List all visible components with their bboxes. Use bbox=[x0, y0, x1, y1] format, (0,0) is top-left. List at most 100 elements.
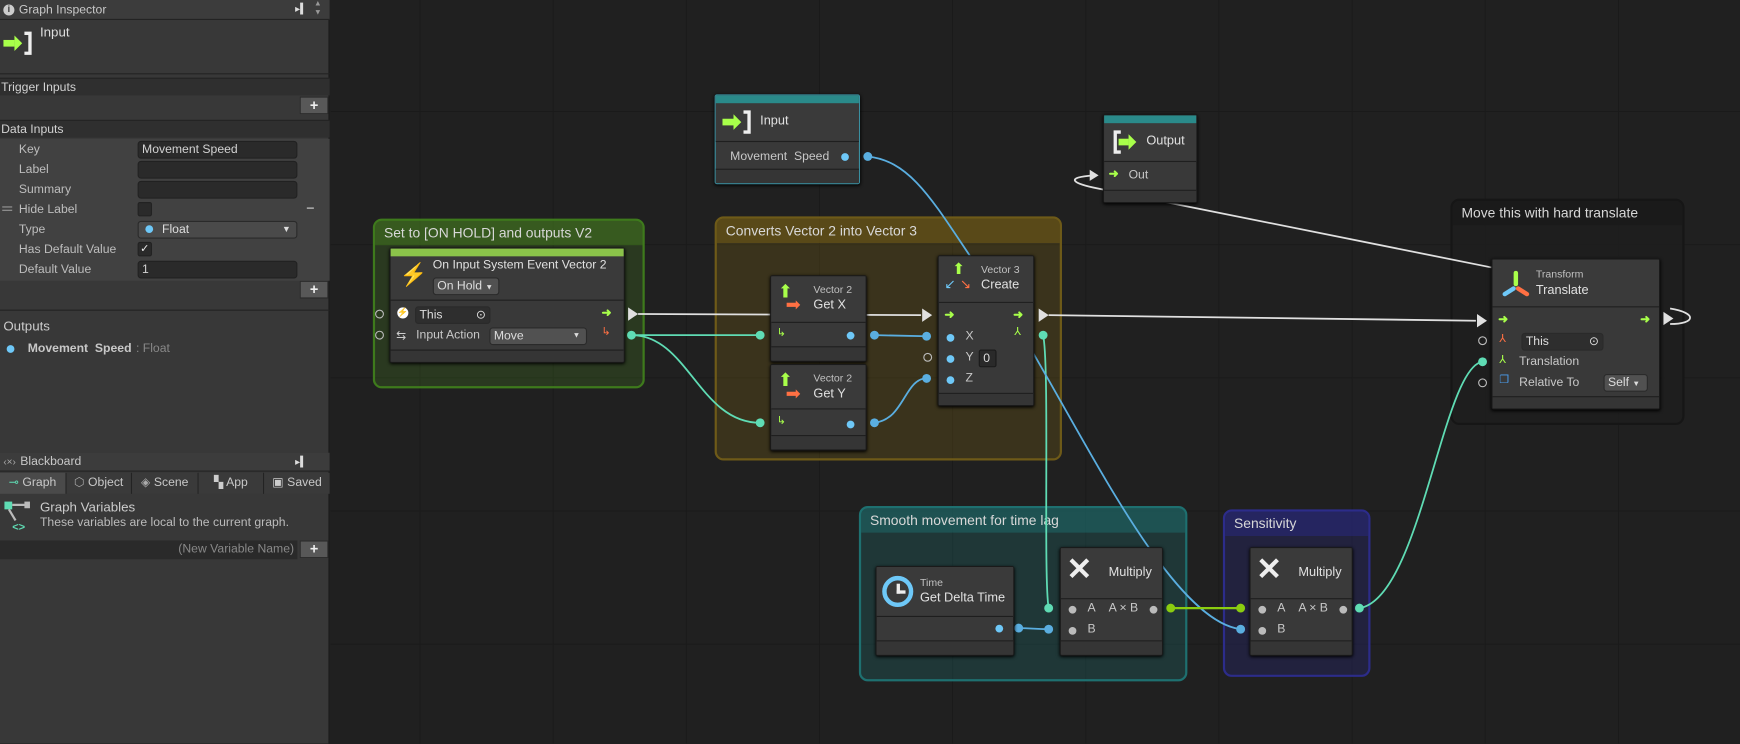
a-label: A bbox=[1087, 601, 1096, 615]
node-title: Get X bbox=[813, 298, 847, 312]
node-subtitle: Time bbox=[919, 577, 943, 590]
key-field[interactable]: Movement Speed bbox=[137, 140, 298, 159]
multiply-icon: ✕ bbox=[1256, 551, 1283, 586]
action-port[interactable] bbox=[375, 330, 384, 340]
transform-icon bbox=[1502, 270, 1530, 297]
inspector-node-title: Input bbox=[39, 24, 70, 40]
input-action-dropdown[interactable]: Move▼ bbox=[489, 327, 588, 346]
summary-label: Summary bbox=[18, 183, 72, 197]
left-panel: i Graph Inspector ▸▍ ▲▼ Input Trigger In… bbox=[0, 0, 330, 744]
a-port[interactable] bbox=[1068, 605, 1077, 614]
node-multiply-2[interactable]: ✕ Multiply A A × B B bbox=[1249, 547, 1353, 656]
z-port[interactable] bbox=[946, 376, 955, 384]
node-vector2-get-y[interactable]: ⬆➡ Vector 2 Get Y ↳ bbox=[770, 363, 867, 451]
x-label: X bbox=[965, 329, 974, 343]
node-get-delta-time[interactable]: Time Get Delta Time bbox=[875, 565, 1015, 656]
flow-arrow bbox=[922, 308, 933, 322]
tab-object[interactable]: ⬡ Object bbox=[66, 472, 133, 494]
flow-out-icon[interactable]: ➜ bbox=[601, 306, 612, 320]
node-title: Get Delta Time bbox=[919, 591, 1006, 605]
tab-graph[interactable]: ⊸ Graph bbox=[0, 472, 67, 494]
y-value-field[interactable]: 0 bbox=[978, 349, 997, 368]
node-vector3-create[interactable]: ⬆ ↙↘ Vector 3 Create ➜ ➜ X ⅄ Y 0 Z bbox=[937, 255, 1035, 407]
dock-icon[interactable]: ▸▍ bbox=[295, 3, 308, 15]
remove-input-button[interactable]: − bbox=[306, 199, 315, 217]
tab-app[interactable]: ▚ App bbox=[198, 472, 265, 494]
blackboard-header: ‹×› Blackboard ▸▍ bbox=[0, 452, 330, 472]
out-port-label: Out bbox=[1128, 168, 1149, 182]
relative-to-port[interactable] bbox=[1478, 378, 1487, 388]
output-type: : Float bbox=[135, 341, 170, 356]
y-default-port[interactable] bbox=[923, 352, 933, 362]
y-port[interactable] bbox=[946, 355, 955, 363]
input-action-label: Input Action bbox=[416, 328, 480, 342]
new-variable-name-input[interactable]: (New Variable Name) bbox=[0, 540, 298, 560]
relative-to-dropdown[interactable]: Self ▼ bbox=[1603, 373, 1648, 392]
node-on-input-system-event[interactable]: ⚡ On Input System Event Vector 2 On Hold… bbox=[389, 247, 625, 363]
node-title: Multiply bbox=[1298, 565, 1342, 580]
event-mode-dropdown[interactable]: On Hold ▼ bbox=[432, 277, 500, 296]
x-port[interactable] bbox=[946, 334, 955, 342]
node-output[interactable]: Output ➜ Out bbox=[1103, 114, 1198, 204]
default-value-field[interactable]: 1 bbox=[137, 260, 298, 279]
vector2-out-icon[interactable]: ↳ bbox=[601, 326, 611, 339]
x-out-port[interactable] bbox=[846, 331, 855, 340]
node-vector2-get-x[interactable]: ⬆➡ Vector 2 Get X ↳ bbox=[770, 275, 867, 362]
tab-saved[interactable]: ▣ Saved bbox=[264, 472, 330, 494]
dock-icon[interactable]: ▸▍ bbox=[295, 455, 308, 467]
add-data-input-button[interactable]: + bbox=[299, 280, 329, 299]
vector2-in-icon: ↳ bbox=[776, 415, 787, 428]
a-port[interactable] bbox=[1258, 605, 1267, 614]
b-label: B bbox=[1277, 622, 1286, 636]
tab-scene[interactable]: ◈ Scene bbox=[132, 472, 199, 494]
b-port[interactable] bbox=[1068, 626, 1077, 635]
key-label: Key bbox=[18, 143, 40, 157]
has-default-checkbox[interactable]: ✓ bbox=[137, 241, 153, 257]
result-port[interactable] bbox=[1339, 605, 1348, 614]
default-value-label: Default Value bbox=[18, 262, 92, 277]
flow-out-icon: ➜ bbox=[1013, 308, 1024, 322]
group-title: Set to [ON HOLD] and outputs V2 bbox=[375, 220, 643, 246]
hide-label-checkbox[interactable] bbox=[137, 201, 153, 217]
drag-handle-icon[interactable] bbox=[2, 206, 13, 211]
scroll-arrows[interactable]: ▲▼ bbox=[314, 0, 322, 17]
target-port[interactable] bbox=[375, 309, 384, 319]
multiply-icon: ✕ bbox=[1066, 551, 1093, 586]
result-port[interactable] bbox=[1149, 605, 1158, 614]
b-port[interactable] bbox=[1258, 626, 1267, 635]
node-transform-translate[interactable]: Transform Translate ➜ ➜ ⅄ This⊙ ⅄ Transl… bbox=[1491, 258, 1661, 410]
summary-field[interactable] bbox=[137, 180, 298, 199]
result-label: A × B bbox=[1108, 601, 1139, 615]
node-multiply-1[interactable]: ✕ Multiply A A × B B bbox=[1059, 547, 1163, 656]
vector-wire bbox=[631, 334, 761, 424]
node-subtitle: Transform bbox=[1535, 268, 1584, 281]
a-label: A bbox=[1277, 601, 1286, 615]
blackboard-tabs: ⊸ Graph ⬡ Object ◈ Scene ▚ App ▣ Saved bbox=[0, 472, 330, 494]
panel-title: Graph Inspector bbox=[18, 2, 107, 17]
flow-out-icon: ➜ bbox=[1640, 312, 1651, 327]
type-label: Type bbox=[18, 223, 46, 237]
svg-text:<>: <> bbox=[12, 521, 25, 530]
add-variable-button[interactable]: + bbox=[299, 540, 329, 559]
node-title: Get Y bbox=[813, 387, 846, 401]
group-title: Sensitivity bbox=[1225, 511, 1369, 536]
target-field[interactable]: This⊙ bbox=[1521, 332, 1604, 351]
outputs-title: Outputs bbox=[3, 318, 50, 335]
variables-icon: ‹×› bbox=[3, 456, 16, 468]
flow-in-icon: ➜ bbox=[944, 308, 955, 322]
flow-arrow bbox=[1477, 314, 1487, 328]
node-input[interactable]: Input Movement Speed bbox=[714, 94, 861, 185]
space-icon: ❐ bbox=[1499, 373, 1510, 387]
movement-speed-port[interactable] bbox=[841, 153, 849, 161]
vector-wire bbox=[1042, 334, 1050, 609]
add-trigger-input-button[interactable]: + bbox=[299, 96, 329, 115]
target-port[interactable] bbox=[1478, 336, 1487, 346]
y-out-port[interactable] bbox=[846, 420, 855, 429]
target-field[interactable]: This⊙ bbox=[415, 306, 491, 325]
delta-out-port[interactable] bbox=[995, 624, 1004, 633]
type-dropdown[interactable]: Float ▼ bbox=[137, 220, 298, 239]
vector2-in-icon: ↳ bbox=[776, 327, 787, 340]
flow-arrow bbox=[628, 307, 639, 321]
label-field[interactable] bbox=[137, 160, 298, 179]
graph-inspector-header: i Graph Inspector ▸▍ ▲▼ bbox=[0, 0, 330, 20]
